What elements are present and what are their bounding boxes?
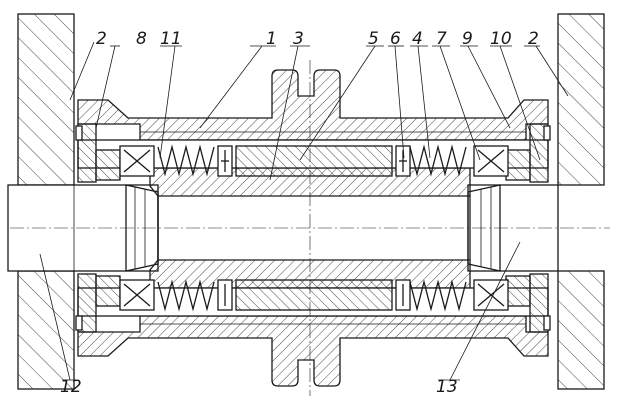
callout-6: 6 bbox=[390, 29, 401, 49]
callout-7: 7 bbox=[436, 29, 447, 49]
spacer-ring-6 bbox=[217, 145, 411, 311]
callout-8: 8 bbox=[136, 29, 147, 49]
bearing-11 bbox=[119, 145, 155, 311]
outer-body-1-bottom bbox=[77, 315, 549, 387]
callout-4: 4 bbox=[412, 29, 423, 49]
callout-9: 9 bbox=[462, 29, 473, 49]
leader-lines bbox=[39, 41, 569, 381]
callout-2-left: 2 bbox=[96, 29, 107, 49]
callout-12: 12 bbox=[60, 377, 82, 397]
callout-11: 11 bbox=[160, 29, 182, 49]
callout-3: 3 bbox=[293, 29, 304, 49]
left-housing-wall bbox=[17, 13, 75, 390]
outer-body-1-top bbox=[77, 69, 549, 141]
callout-1: 1 bbox=[266, 29, 277, 49]
callout-5: 5 bbox=[368, 29, 379, 49]
callout-13: 13 bbox=[436, 377, 458, 397]
spring-stack-right-4 bbox=[409, 144, 467, 312]
right-housing-wall bbox=[557, 13, 605, 390]
bearing-9 bbox=[473, 145, 509, 311]
callout-10: 10 bbox=[490, 29, 512, 49]
middle-bush-5 bbox=[235, 145, 393, 311]
callout-labels: 2 8 11 1 3 5 6 4 7 9 10 2 12 13 bbox=[60, 29, 539, 397]
spring-stack-left bbox=[157, 144, 215, 312]
center-lines bbox=[10, 60, 610, 396]
cap-bolts bbox=[75, 125, 551, 331]
callout-2-right: 2 bbox=[528, 29, 539, 49]
